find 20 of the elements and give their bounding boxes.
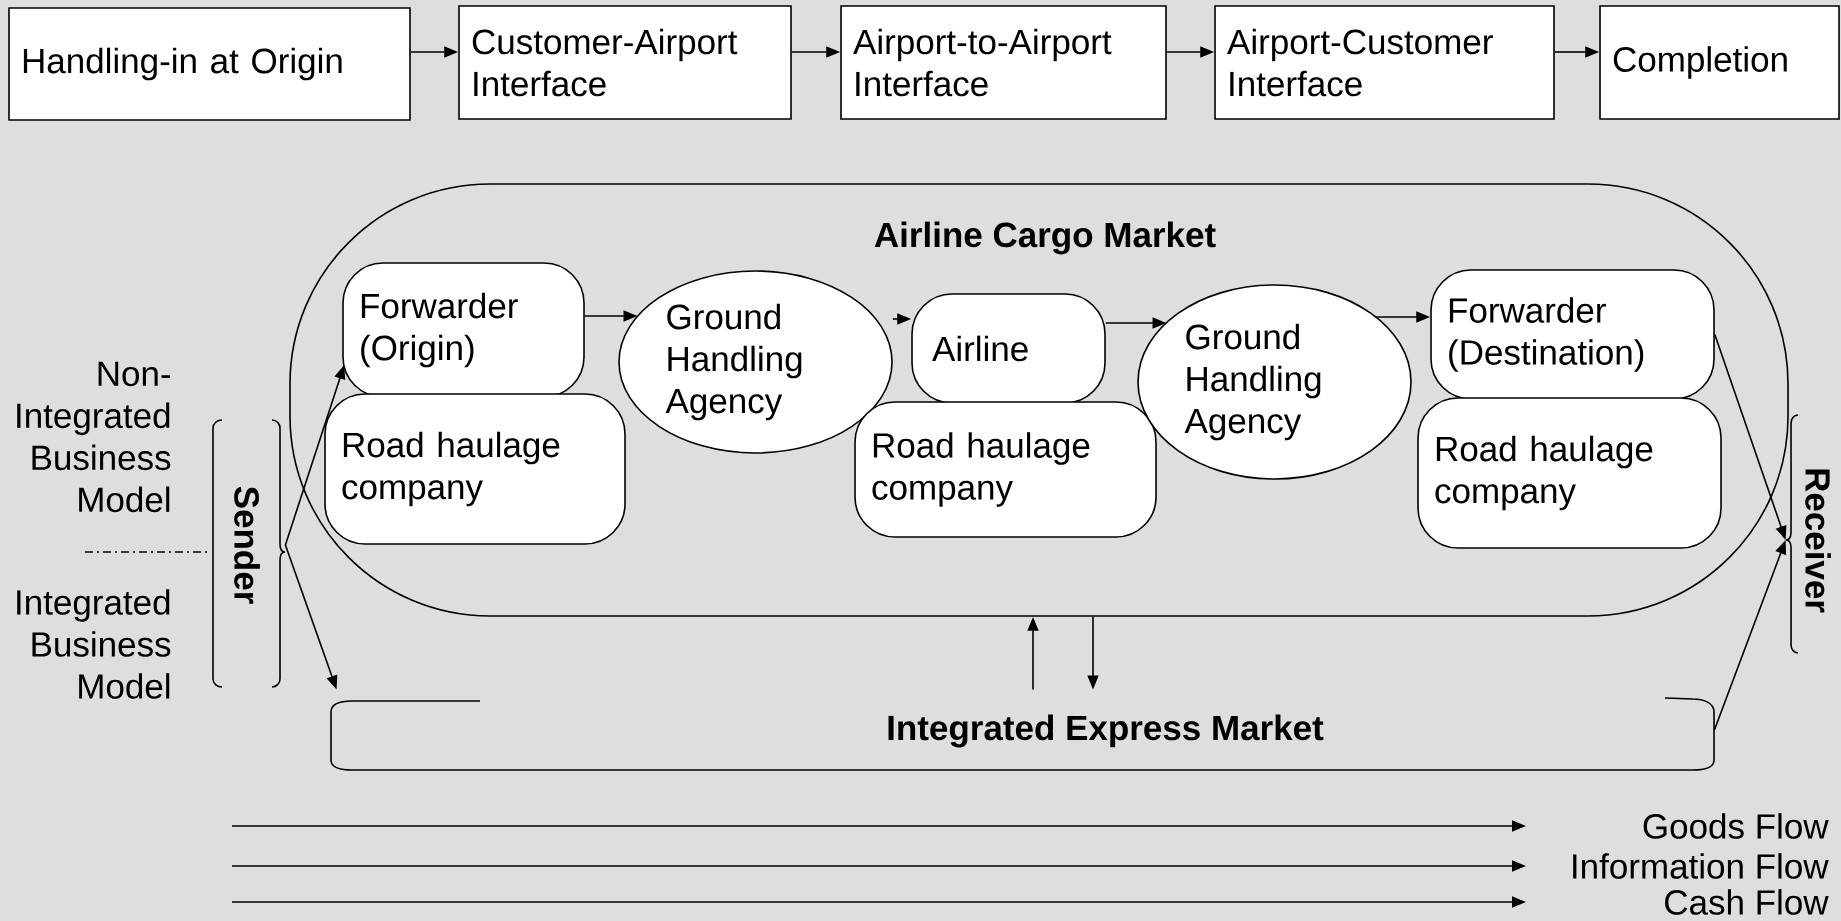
stage-box: Airport-Customer Interface (1214, 5, 1555, 120)
rounded-box: Forwarder (Origin) (342, 262, 585, 398)
ellipse-node: Ground Handling Agency (1137, 284, 1412, 480)
side-label: Non-Integrated Business Model (17, 361, 171, 513)
rounded-box: Road haulage company (1417, 397, 1722, 549)
side-label: Integrated Business Model (17, 589, 171, 699)
stage-box: Customer-Airport Interface (458, 5, 792, 120)
stage-box: Completion (1599, 5, 1840, 120)
legend-label: Cash Flow (1665, 889, 1829, 915)
rounded-box: Road haulage company (324, 393, 626, 545)
vertical-label: Receiver (1805, 469, 1831, 613)
legend-label: Goods Flow (1643, 813, 1829, 839)
rounded-box: Forwarder (Destination) (1430, 269, 1715, 400)
rounded-box: Road haulage company (854, 401, 1157, 538)
legend-label: Information Flow (1573, 853, 1829, 879)
market-box: Integrated Express Market (330, 697, 1715, 771)
vertical-label: Sender (234, 486, 260, 604)
stage-box: Airport-to-Airport Interface (840, 5, 1167, 120)
rounded-box: Airline (911, 293, 1106, 404)
stage-box: Handling-in at Origin (8, 7, 411, 121)
